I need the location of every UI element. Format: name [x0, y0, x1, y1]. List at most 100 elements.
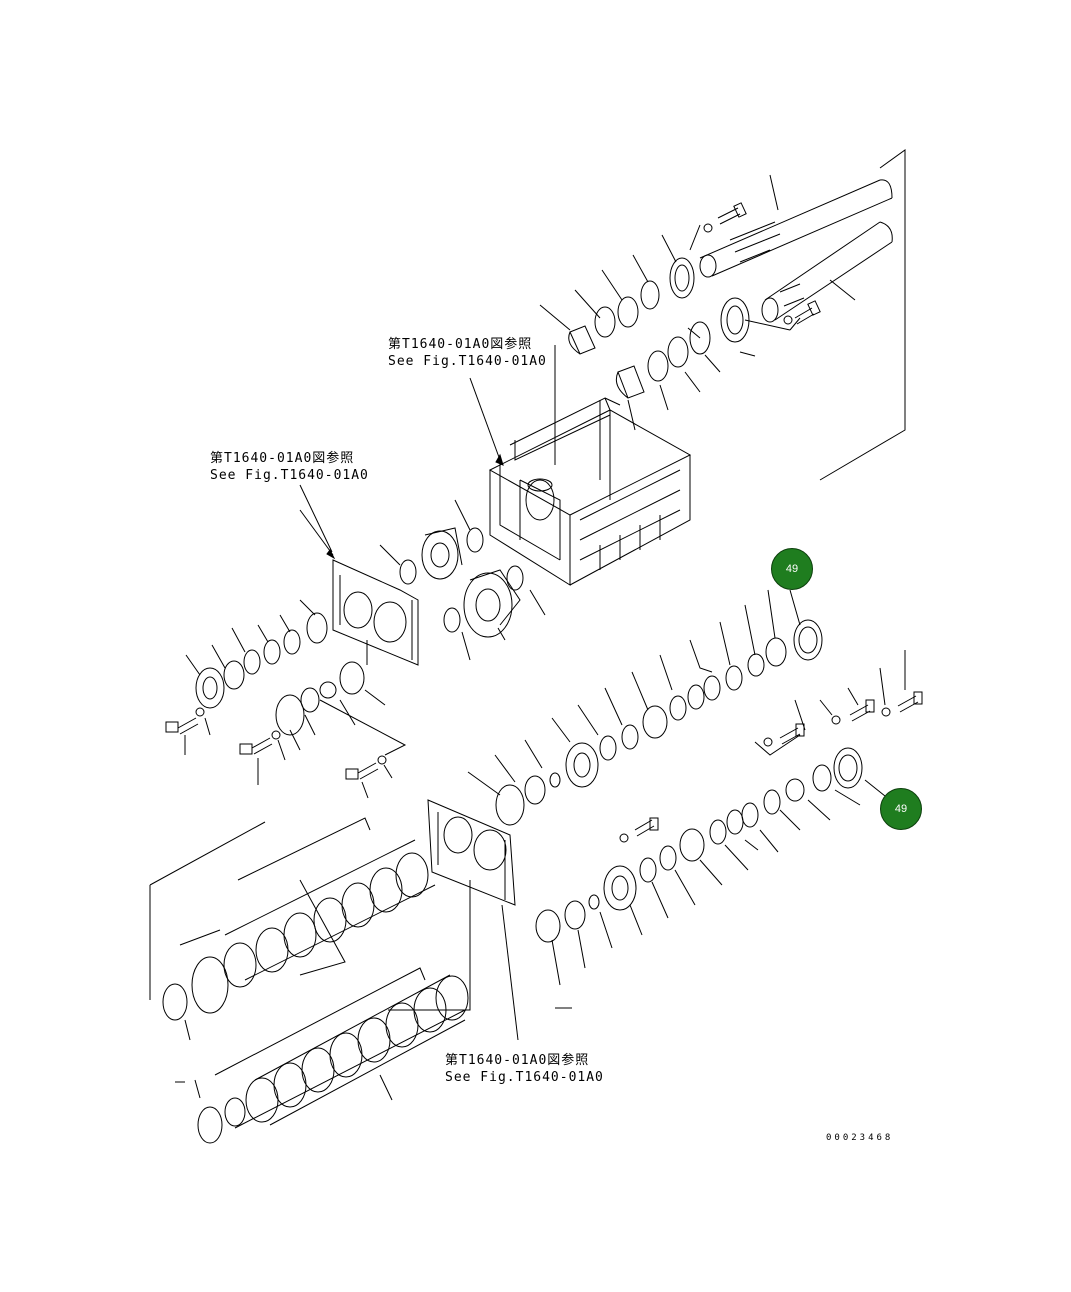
output-shaft-lower: [761, 221, 893, 323]
washer: [703, 223, 713, 233]
snap-ring: [725, 665, 743, 691]
oil-seal: [275, 694, 305, 736]
reference-note-upper: 第T1640-01A0図参照 See Fig.T1640-01A0: [388, 336, 547, 370]
retainer: [747, 653, 765, 677]
clutch-pack-upper: [191, 839, 436, 1014]
o-ring: [765, 637, 787, 667]
oil-seal: [495, 784, 525, 826]
gear-small: [421, 527, 463, 580]
gear-large: [463, 569, 521, 638]
bearing: [615, 365, 645, 399]
leader-line: [501, 904, 519, 1041]
bearing: [568, 325, 596, 355]
bearing: [524, 775, 546, 805]
oil-seal: [197, 1106, 223, 1144]
oil-seal: [669, 257, 695, 299]
bolt: [634, 817, 659, 837]
leader-line: [388, 880, 471, 1011]
snap-ring: [466, 527, 484, 553]
leader-line: [829, 279, 856, 301]
bolt: [239, 737, 273, 755]
bolt: [897, 691, 923, 713]
snap-ring: [667, 336, 689, 368]
snap-ring: [263, 639, 281, 665]
snap-ring: [399, 559, 417, 585]
leader-line: [769, 174, 779, 211]
snap-ring: [443, 607, 461, 633]
washer: [763, 737, 773, 747]
output-shaft-upper: [699, 179, 893, 278]
bolt: [165, 717, 199, 735]
snap-ring: [599, 735, 617, 761]
o-ring: [300, 687, 320, 713]
washer: [271, 730, 281, 740]
oil-seal: [162, 983, 188, 1021]
clutch-pack-lower: [245, 974, 469, 1126]
snap-ring: [594, 306, 616, 338]
bearing: [564, 900, 586, 930]
callout-part-49[interactable]: 49: [771, 548, 813, 590]
o-ring: [640, 280, 660, 310]
reference-en: See Fig.T1640-01A0: [388, 354, 547, 369]
left-cover-plate: [332, 559, 419, 666]
gear-hub: [565, 742, 599, 788]
bolt: [717, 202, 747, 225]
washer: [195, 707, 205, 717]
oil-seal: [535, 909, 561, 943]
reference-en: See Fig.T1640-01A0: [210, 468, 369, 483]
snap-ring: [224, 1097, 246, 1127]
reference-note-lower: 第T1640-01A0図参照 See Fig.T1640-01A0: [445, 1052, 604, 1086]
snap-ring: [283, 629, 301, 655]
reference-note-left: 第T1640-01A0図参照 See Fig.T1640-01A0: [210, 450, 369, 484]
callout-part-49[interactable]: 49: [880, 788, 922, 830]
ring: [588, 894, 600, 910]
snap-ring: [647, 350, 669, 382]
bearing: [679, 828, 705, 862]
right-cover-plate: [427, 799, 516, 906]
oil-seal: [720, 297, 750, 343]
snap-ring: [763, 789, 781, 815]
washer: [831, 715, 841, 725]
snap-ring: [669, 695, 687, 721]
bearing: [642, 705, 668, 739]
oil-seal: [195, 667, 225, 709]
reference-en: See Fig.T1640-01A0: [445, 1070, 604, 1085]
snap-ring: [243, 649, 261, 675]
o-ring: [689, 321, 711, 355]
snap-ring: [741, 802, 759, 828]
bearing: [339, 661, 365, 695]
washer: [783, 315, 793, 325]
oil-seal: [793, 619, 823, 661]
retainer: [319, 681, 337, 699]
snap-ring: [709, 819, 727, 845]
o-ring: [812, 764, 832, 792]
reference-jp: 第T1640-01A0図参照: [388, 337, 533, 352]
snap-ring: [659, 845, 677, 871]
gear-hub: [603, 865, 637, 911]
o-ring: [223, 660, 245, 690]
snap-ring: [703, 675, 721, 701]
transmission-housing: [488, 397, 692, 586]
washer: [619, 833, 629, 843]
snap-ring: [687, 684, 705, 710]
snap-ring: [617, 296, 639, 328]
reference-jp: 第T1640-01A0図参照: [445, 1053, 590, 1068]
bolt: [794, 300, 821, 325]
leader-bracket-right: [819, 149, 906, 481]
leader-line: [299, 509, 334, 556]
snap-ring: [639, 857, 657, 883]
bearing: [306, 612, 328, 644]
bolt: [849, 699, 875, 722]
bolt: [345, 762, 379, 780]
washer: [377, 755, 387, 765]
washer: [881, 707, 891, 717]
drawing-number: 00023468: [826, 1133, 894, 1143]
snap-ring: [726, 809, 744, 835]
bolt: [779, 723, 805, 745]
snap-ring: [621, 724, 639, 750]
oil-seal: [833, 747, 863, 789]
snap-ring: [506, 565, 524, 591]
reference-jp: 第T1640-01A0図参照: [210, 451, 355, 466]
